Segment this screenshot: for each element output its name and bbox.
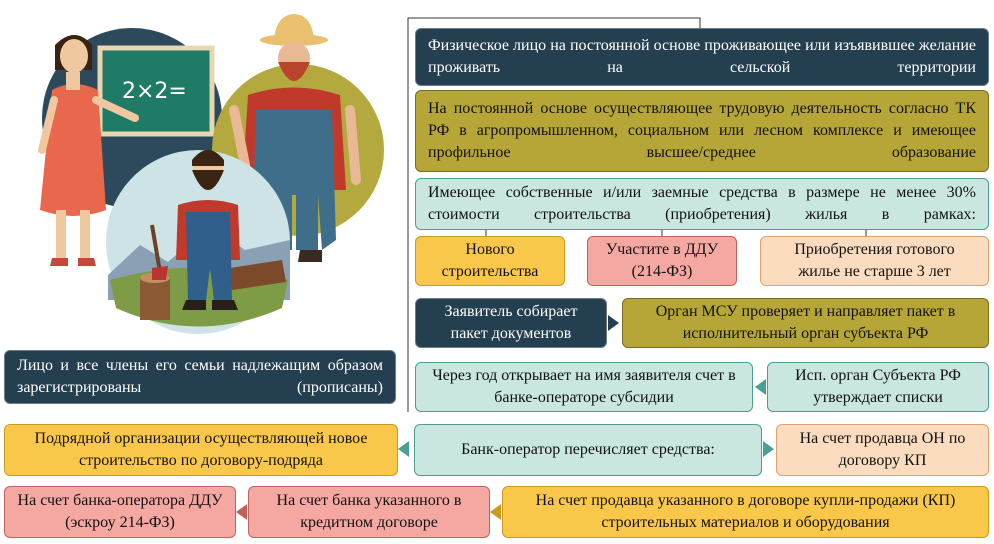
board-formula: 2×2= xyxy=(122,79,187,104)
step-approve-lists: Исп. орган Субъекта РФ утверждает списки xyxy=(767,362,989,412)
arrow-left-icon xyxy=(236,504,247,520)
arrow-left-icon xyxy=(398,441,409,457)
option-new-construction: Нового строительства xyxy=(415,236,565,286)
criterion-employment: На постоянной основе осуществляющее труд… xyxy=(415,90,989,172)
payee-credit-bank: На счет банка указанного в кредитном дог… xyxy=(248,486,490,538)
arrow-right-icon xyxy=(608,315,619,331)
criterion-funds: Имеющее собственные и/или заемные средст… xyxy=(415,178,989,230)
option-ready-housing: Приобретения готового жилье не старше 3 … xyxy=(760,236,989,286)
family-registration: Лицо и все члены его семьи надлежащим об… xyxy=(4,350,396,404)
step-collect-documents: Заявитель собирает пакет документов xyxy=(415,298,607,348)
step-open-account: Через год открывает на имя заявителя сче… xyxy=(415,362,753,412)
teacher-illustration: 2×2= xyxy=(38,28,222,266)
bank-operator-transfers: Банк-оператор перечисляет средства: xyxy=(414,424,762,476)
payee-escrow-bank: На счет банка-оператора ДДУ (эскроу 214-… xyxy=(4,486,236,538)
payee-materials-seller: На счет продавца указанного в договоре к… xyxy=(502,486,989,538)
criterion-residence: Физическое лицо на постоянной основе про… xyxy=(415,28,989,86)
payee-contractor: Подрядной организации осуществляющей нов… xyxy=(4,424,398,476)
people-illustration: 2×2= xyxy=(38,14,384,334)
option-ddu: Участите в ДДУ (214-ФЗ) xyxy=(587,236,737,286)
arrow-right-icon xyxy=(763,441,774,457)
lumberjack-illustration xyxy=(106,150,290,334)
payee-housing-seller: На счет продавца ОН по договору КП xyxy=(776,424,989,476)
arrow-left-icon xyxy=(755,379,766,395)
step-msu-review: Орган МСУ проверяет и направляет пакет в… xyxy=(622,298,989,348)
arrow-left-icon xyxy=(490,504,501,520)
